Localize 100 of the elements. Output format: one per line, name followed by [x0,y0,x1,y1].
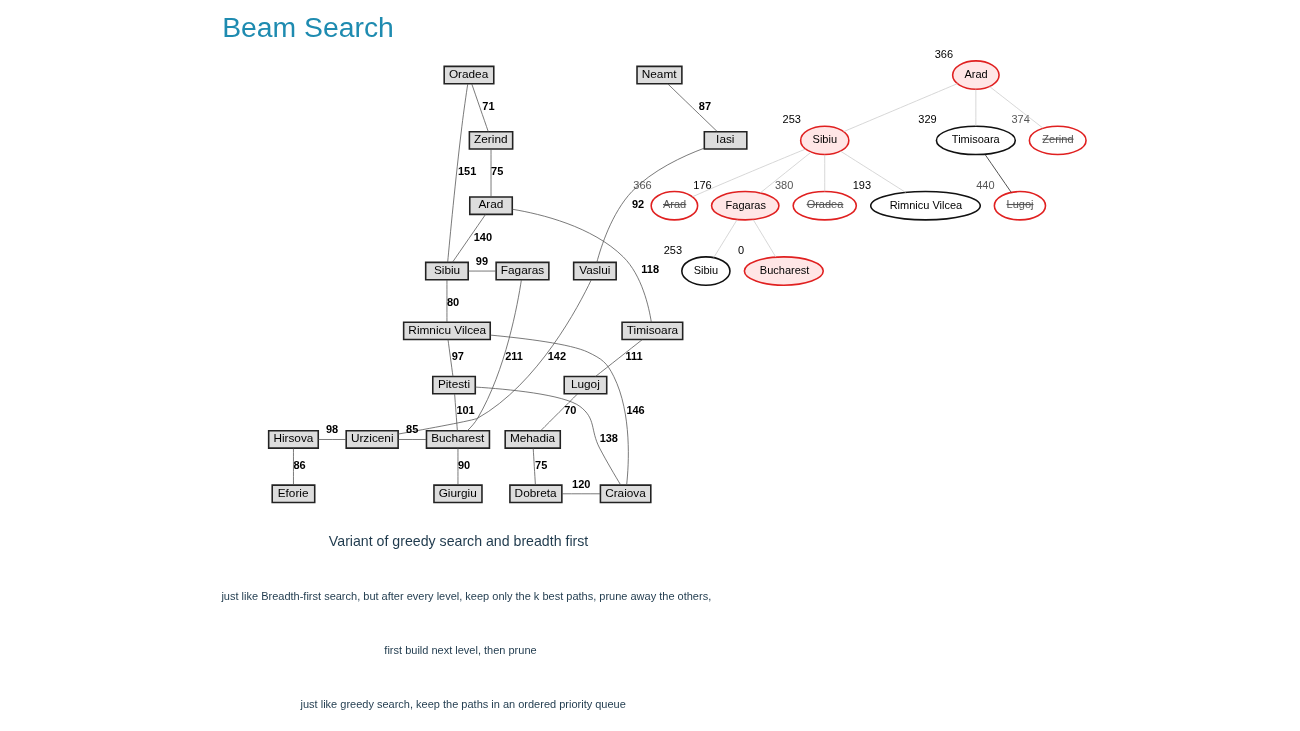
node-box: Neamt [635,65,683,85]
edge-label: 71 [481,99,495,112]
node-box: Lugoj [562,375,607,395]
edge-label: 146 [625,404,645,417]
connector [489,334,629,486]
node-label: 366 [632,178,652,191]
diagram-title: Beam Search [221,11,394,44]
label: just like Breadth-first search, but after every level, keep only the k best paths, prune away the others, [220,589,711,602]
label: Variant of greedy search and breadth first [328,533,588,550]
connector [474,386,621,486]
edge-label: 92 [631,197,644,210]
node-box: Vaslui [572,261,617,281]
node-ellipse: Bucharest [743,256,824,286]
edge-label: 140 [473,230,492,243]
label: just like greedy search, keep the paths in an ordered priority queue [300,698,626,711]
connector [453,393,458,431]
node-ellipse: Zerind [1028,125,1087,156]
edge-label: 70 [563,404,576,417]
edge-label: 111 [625,350,643,363]
edge-label: 97 [451,350,464,363]
node-box: Arad [468,196,513,216]
node-ellipse: Rimnicu Vilcea [869,190,981,221]
node-label: 253 [782,113,801,126]
node-box: Iasi [703,130,748,150]
node-box: Eforie [270,484,315,504]
connector [594,339,643,377]
edge-label: 211 [504,350,523,363]
node-ellipse: Oradea [791,190,857,221]
node-box: Bucharest [425,430,490,449]
connector [457,447,458,486]
node-box: Craiova [599,484,652,504]
connector [842,83,958,133]
edge-label: 98 [325,423,338,436]
connector [490,148,491,198]
node-box: Hirsova [267,430,319,449]
connector [984,154,1012,193]
edge-label: 138 [599,431,618,444]
node-box: Giurgiu [432,484,483,504]
node-box: Pitesti [431,375,476,395]
node-label: 193 [852,178,871,191]
node-box: Urziceni [344,430,399,449]
node-box: Sibiu [424,261,469,281]
node-ellipse: Fagaras [710,190,780,221]
edge-label: 75 [534,458,547,471]
node-label: 0 [737,243,744,256]
node-label: 380 [774,178,793,191]
node-box: Rimnicu Vilcea [402,321,491,341]
edge-label: 87 [698,99,711,112]
connector [446,279,447,323]
connector [447,339,453,377]
connector [988,86,1043,129]
connector [691,148,806,198]
node-label: 374 [1010,113,1030,126]
connector [470,83,489,132]
node-label: 440 [975,178,995,191]
edge-label: 120 [571,477,590,490]
connector [666,83,718,132]
node-box: Dobreta [508,484,563,504]
edge-label: 118 [640,263,659,276]
node-ellipse: Timisoara [935,125,1016,156]
connector [292,447,294,486]
connector [467,270,496,272]
node-ellipse: Sibiu [799,125,850,156]
connector [752,219,776,258]
node-label: 176 [692,178,712,191]
edge-label: 85 [405,423,418,436]
node-label: 366 [934,47,953,60]
connector [511,208,652,323]
connector [539,393,578,431]
edge-label: 75 [490,165,503,178]
connector [446,83,468,263]
connector [712,219,737,258]
edge-label: 101 [455,404,475,417]
edge-label: 80 [446,295,459,308]
node-box: Timisoara [620,321,683,341]
node-ellipse: Arad [649,190,698,221]
edge-label: 151 [457,165,476,178]
label: first build next level, then prune [383,644,537,657]
node-label: 253 [663,243,682,256]
node-label: 329 [917,113,937,126]
edge-label: 142 [547,350,566,363]
node-box: Fagaras [494,261,550,281]
connector [466,279,522,432]
connector [451,214,486,263]
connector [317,439,346,440]
node-ellipse: Lugoj [993,190,1046,221]
connector [759,151,811,194]
edge-label: 90 [457,458,470,471]
node-box: Oradea [442,65,495,85]
connector [397,279,592,435]
node-box: Mehadia [503,430,561,449]
connector [595,147,704,263]
connector [397,439,427,440]
node-ellipse: Arad [951,60,1000,91]
node-ellipse: Sibiu [680,256,731,286]
node-box: Zerind [468,130,513,150]
edge-label: 86 [292,458,306,471]
edge-label: 99 [475,254,488,267]
connector [561,493,601,495]
connector [839,150,906,193]
